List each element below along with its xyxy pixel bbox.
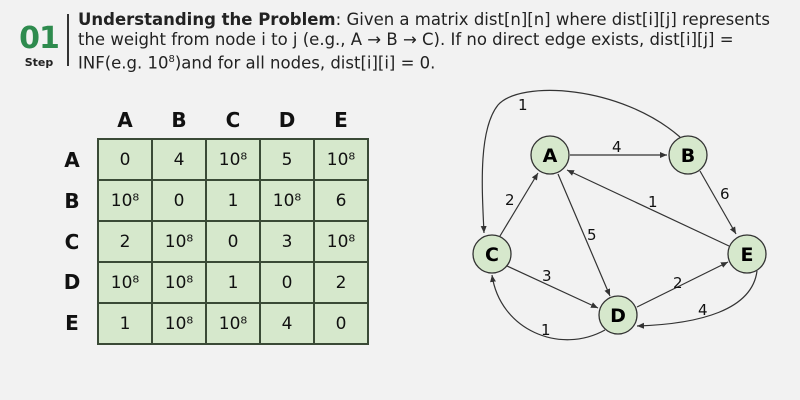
matrix-cell: 10⁸ bbox=[259, 179, 315, 222]
node-label: A bbox=[543, 145, 558, 167]
weight-e-d: 4 bbox=[698, 301, 708, 319]
node-label: E bbox=[741, 244, 754, 266]
weight-d-c: 1 bbox=[541, 321, 551, 339]
node-label: B bbox=[681, 145, 695, 167]
column-header: D bbox=[278, 108, 296, 132]
matrix-cell: 1 bbox=[205, 261, 261, 304]
edge-d-e bbox=[636, 261, 729, 308]
matrix-cell: 0 bbox=[205, 220, 261, 263]
matrix-cell: 10⁸ bbox=[205, 302, 261, 345]
matrix-cell: 10⁸ bbox=[151, 261, 207, 304]
matrix-cell: 10⁸ bbox=[205, 138, 261, 181]
matrix-cell: 4 bbox=[151, 138, 207, 181]
matrix-cell: 10⁸ bbox=[97, 261, 153, 304]
node-d: D bbox=[598, 295, 638, 335]
matrix-cell: 3 bbox=[259, 220, 315, 263]
step-number: 01 bbox=[19, 21, 60, 56]
edge-c-a bbox=[499, 172, 539, 237]
matrix-cell: 2 bbox=[313, 261, 369, 304]
node-label: C bbox=[485, 244, 499, 266]
weight-d-e: 2 bbox=[673, 274, 683, 292]
weight-a-d: 5 bbox=[587, 226, 597, 244]
edge-b-c bbox=[480, 89, 681, 234]
matrix-cell: 10⁸ bbox=[313, 138, 369, 181]
matrix-cell: 10⁸ bbox=[151, 220, 207, 263]
matrix-cell: 10⁸ bbox=[151, 302, 207, 345]
edge-b-e bbox=[699, 170, 737, 235]
step-label: Step bbox=[24, 56, 54, 69]
weight-c-a: 2 bbox=[505, 191, 515, 209]
matrix-cell: 1 bbox=[205, 179, 261, 222]
edge-c-d bbox=[506, 265, 599, 309]
row-header: A bbox=[64, 148, 80, 172]
edge-a-d bbox=[557, 173, 611, 297]
row-header: D bbox=[63, 270, 81, 294]
column-header: C bbox=[225, 108, 241, 132]
node-c: C bbox=[472, 234, 512, 274]
row-header: B bbox=[64, 189, 80, 213]
matrix-cell: 1 bbox=[97, 302, 153, 345]
weight-b-e: 6 bbox=[720, 185, 730, 203]
divider bbox=[67, 14, 69, 66]
description-superscript: 8 bbox=[168, 54, 175, 65]
node-label: D bbox=[610, 305, 626, 327]
matrix-cell: 5 bbox=[259, 138, 315, 181]
matrix-cell: 0 bbox=[97, 138, 153, 181]
description-text: : Given a matrix dist[n][n] where dist[i… bbox=[78, 10, 770, 73]
step-badge: 01 Step bbox=[16, 21, 62, 70]
weight-c-d: 3 bbox=[542, 267, 552, 285]
column-header: A bbox=[117, 108, 133, 132]
matrix-cell: 0 bbox=[151, 179, 207, 222]
matrix-cell: 10⁸ bbox=[313, 220, 369, 263]
matrix-cell: 2 bbox=[97, 220, 153, 263]
description-text-end: )and for all nodes, dist[i][i] = 0. bbox=[174, 53, 436, 73]
matrix-cell: 0 bbox=[259, 261, 315, 304]
weight-b-c: 1 bbox=[518, 96, 528, 114]
row-header: C bbox=[64, 230, 80, 254]
node-e: E bbox=[727, 234, 767, 274]
matrix-cell: 0 bbox=[313, 302, 369, 345]
edge-d-c bbox=[490, 274, 606, 341]
weight-e-a: 1 bbox=[648, 193, 658, 211]
edge-e-a bbox=[566, 169, 730, 247]
matrix-cell: 6 bbox=[313, 179, 369, 222]
problem-description: Understanding the Problem: Given a matri… bbox=[78, 10, 778, 74]
row-header: E bbox=[65, 311, 79, 335]
column-header: E bbox=[334, 108, 348, 132]
description-title: Understanding the Problem bbox=[78, 10, 336, 29]
matrix-cell: 4 bbox=[259, 302, 315, 345]
edge-e-d bbox=[636, 270, 758, 329]
node-b: B bbox=[668, 135, 708, 175]
node-a: A bbox=[530, 135, 570, 175]
column-header: B bbox=[171, 108, 187, 132]
weight-a-b: 4 bbox=[612, 138, 622, 156]
matrix-cell: 10⁸ bbox=[97, 179, 153, 222]
